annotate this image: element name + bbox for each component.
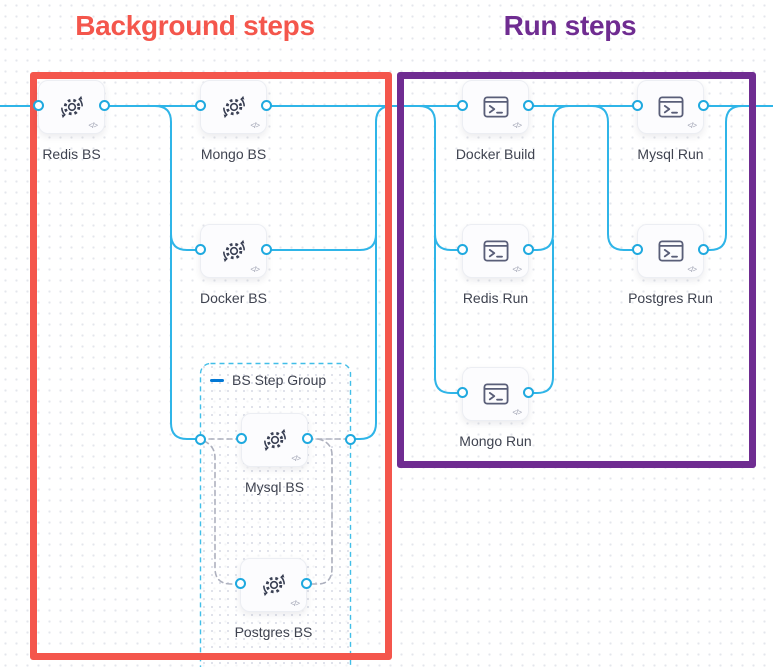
terminal-icon (481, 92, 511, 122)
port-out[interactable] (99, 100, 110, 111)
edge-postgresbs-group (306, 438, 333, 585)
step-label: Postgres BS (234, 624, 313, 640)
edge-split-to-group (154, 105, 201, 440)
gear-sync-icon (219, 236, 249, 266)
code-icon: </> (290, 599, 300, 608)
code-icon: </> (512, 121, 522, 130)
port-out[interactable] (523, 100, 534, 111)
edge-redisrun-merge (528, 105, 570, 251)
code-icon: </> (250, 121, 260, 130)
port-in[interactable] (195, 244, 206, 255)
step-group-border (199, 362, 352, 667)
step-card[interactable]: </> (462, 80, 529, 134)
step-group-label: BS Step Group (232, 372, 327, 388)
step-card[interactable]: </> (462, 367, 529, 421)
step-label: Docker BS (200, 290, 267, 306)
step-card[interactable]: </> (240, 558, 307, 612)
node-redis-run[interactable]: </> Redis Run (457, 224, 534, 306)
node-mongo-bs[interactable]: </> Mongo BS (195, 80, 272, 162)
terminal-icon (656, 92, 686, 122)
step-label: Mongo Run (459, 433, 532, 449)
port-in[interactable] (235, 578, 246, 589)
terminal-icon (656, 236, 686, 266)
node-docker-bs[interactable]: </> Docker BS (195, 224, 272, 306)
code-icon: </> (512, 265, 522, 274)
node-docker-build[interactable]: </> Docker Build (456, 80, 535, 162)
step-card[interactable]: </> (637, 224, 704, 278)
code-icon: </> (291, 454, 301, 463)
background-steps-title: Background steps (75, 10, 315, 41)
port-in[interactable] (457, 387, 468, 398)
step-card[interactable]: </> (241, 413, 308, 467)
step-group-header: BS Step Group (210, 372, 326, 388)
port-in[interactable] (236, 433, 247, 444)
edge-split-to-mongorun (418, 105, 463, 394)
edge-group-merge (350, 229, 377, 440)
gear-sync-icon (57, 92, 87, 122)
port-out[interactable] (523, 244, 534, 255)
port-out[interactable] (698, 100, 709, 111)
code-icon: </> (512, 408, 522, 417)
port-in[interactable] (457, 244, 468, 255)
step-label: Docker Build (455, 146, 536, 162)
step-card[interactable]: </> (200, 224, 267, 278)
step-card[interactable]: </> (462, 224, 529, 278)
step-label: Mysql Run (637, 146, 704, 162)
step-label: Redis BS (42, 146, 101, 162)
port-out[interactable] (523, 387, 534, 398)
port-in[interactable] (632, 244, 643, 255)
port-out[interactable] (261, 244, 272, 255)
step-label: Mongo BS (200, 146, 267, 162)
edge-group-postgresbs (203, 440, 241, 585)
code-icon: </> (687, 265, 697, 274)
port-out[interactable] (301, 578, 312, 589)
edge-split-to-postgresrun (591, 105, 638, 251)
background-steps-box (30, 72, 392, 660)
terminal-icon (481, 379, 511, 409)
port-in[interactable] (195, 100, 206, 111)
edge-split-to-dockerbs (170, 233, 201, 251)
edge-split-to-redisrun (434, 233, 463, 251)
gear-sync-icon (260, 425, 290, 455)
port-in[interactable] (632, 100, 643, 111)
run-steps-title: Run steps (503, 10, 637, 41)
node-redis-bs[interactable]: </> Redis BS (33, 80, 110, 162)
gear-sync-icon (219, 92, 249, 122)
step-label: Redis Run (462, 290, 529, 306)
node-postgres-bs[interactable]: </> Postgres BS (235, 558, 312, 640)
node-mongo-run[interactable]: </> Mongo Run (457, 367, 534, 449)
port-out[interactable] (698, 244, 709, 255)
gear-sync-icon (259, 570, 289, 600)
code-icon: </> (88, 121, 98, 130)
code-icon: </> (250, 265, 260, 274)
collapse-icon[interactable] (210, 378, 224, 382)
code-icon: </> (687, 121, 697, 130)
node-mysql-run[interactable]: </> Mysql Run (632, 80, 709, 162)
port-out[interactable] (261, 100, 272, 111)
edge-mongorun-merge (528, 239, 554, 394)
step-card[interactable]: </> (200, 80, 267, 134)
port-in[interactable] (33, 100, 44, 111)
run-steps-box (397, 72, 756, 468)
port-in[interactable] (457, 100, 468, 111)
node-mysql-bs[interactable]: </> Mysql BS (236, 413, 313, 495)
terminal-icon (481, 236, 511, 266)
step-card[interactable]: </> (38, 80, 105, 134)
edge-postgresrun-merge (703, 105, 743, 251)
step-label: Postgres Run (628, 290, 713, 306)
step-card[interactable]: </> (637, 80, 704, 134)
port-out[interactable] (302, 433, 313, 444)
node-postgres-run[interactable]: </> Postgres Run (628, 224, 713, 306)
step-label: Mysql BS (244, 479, 305, 495)
group-port-out[interactable] (345, 434, 356, 445)
group-port-in[interactable] (195, 434, 206, 445)
